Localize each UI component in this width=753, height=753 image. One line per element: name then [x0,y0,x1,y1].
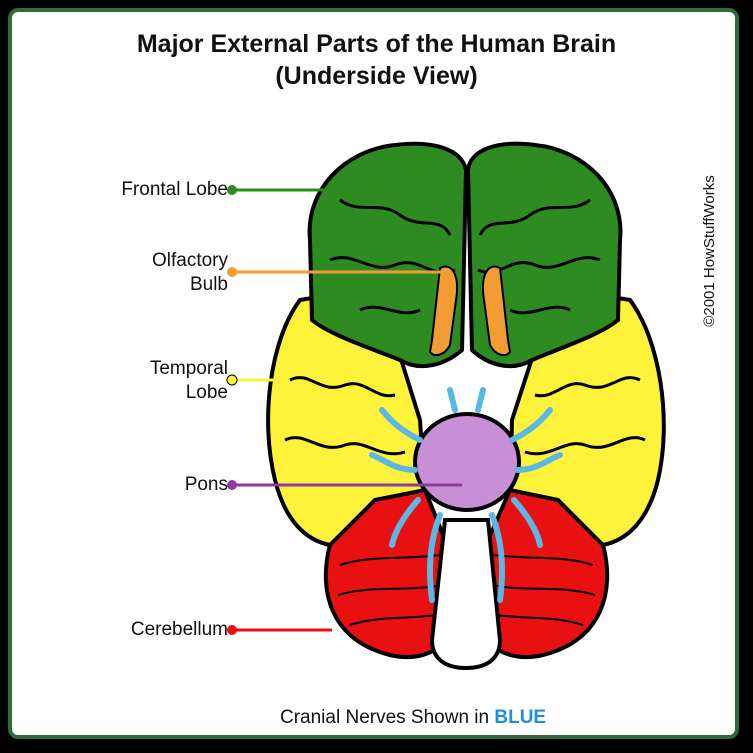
footer-note: Cranial Nerves Shown in BLUE [280,706,546,730]
label-cerebellum: Cerebellum [131,618,228,642]
label-pons: Pons [185,473,228,497]
label-temporal-lobe: Temporal Lobe [150,357,228,405]
label-olfactory-bulb: Olfactory Bulb [152,249,228,297]
pons [415,414,519,510]
footer-text: Cranial Nerves Shown in [280,707,489,728]
label-frontal-lobe: Frontal Lobe [121,178,228,202]
footer-highlight: BLUE [494,707,546,728]
brainstem [432,520,500,668]
